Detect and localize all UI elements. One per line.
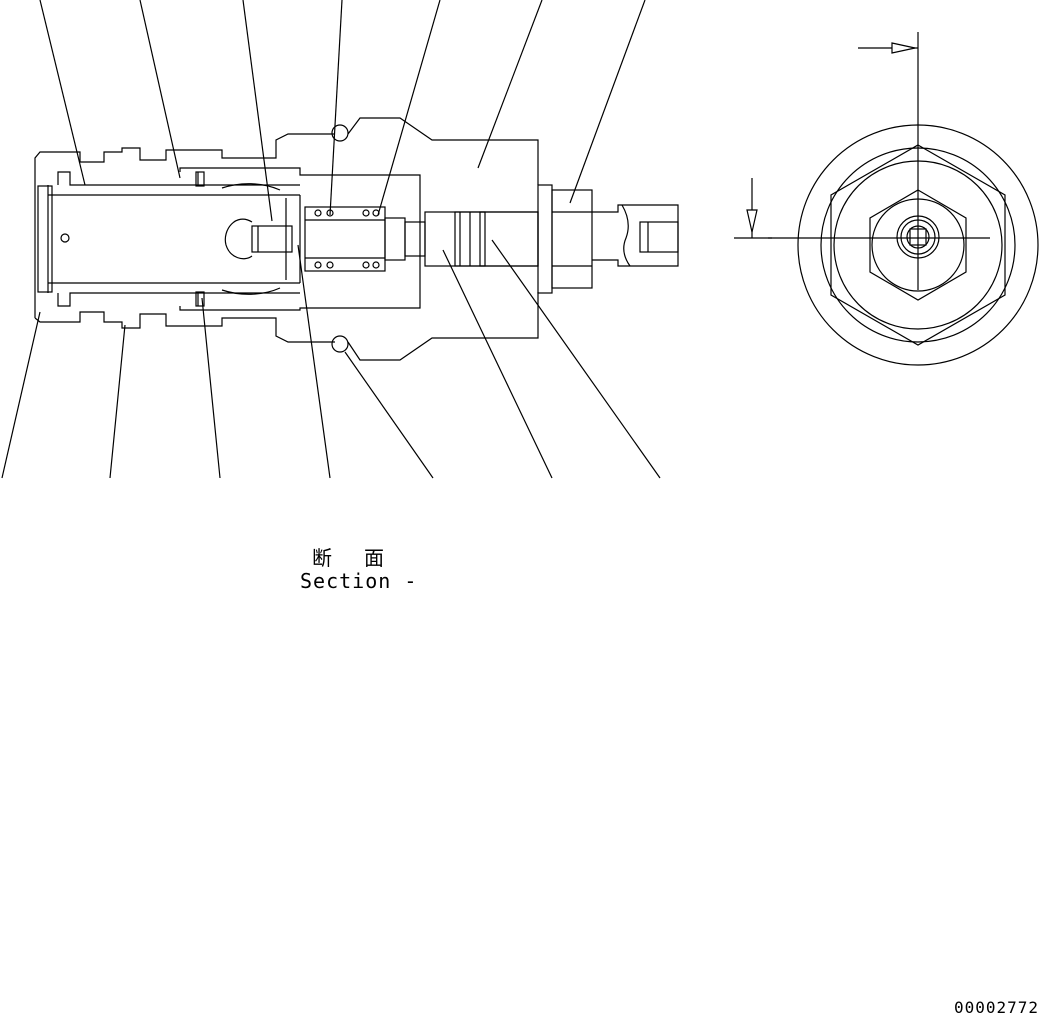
section-caption-english: Section - [300, 569, 418, 593]
end-view [734, 32, 1039, 366]
section-arrow-icon [746, 209, 758, 233]
section-arrow-icon [891, 42, 916, 54]
leader-lines-bottom [1, 239, 661, 479]
drawing-number: 00002772 [953, 998, 1039, 1017]
section-caption-japanese: 断 面 [312, 546, 395, 570]
section-view [34, 117, 679, 361]
leader-lines-top [39, 0, 646, 222]
